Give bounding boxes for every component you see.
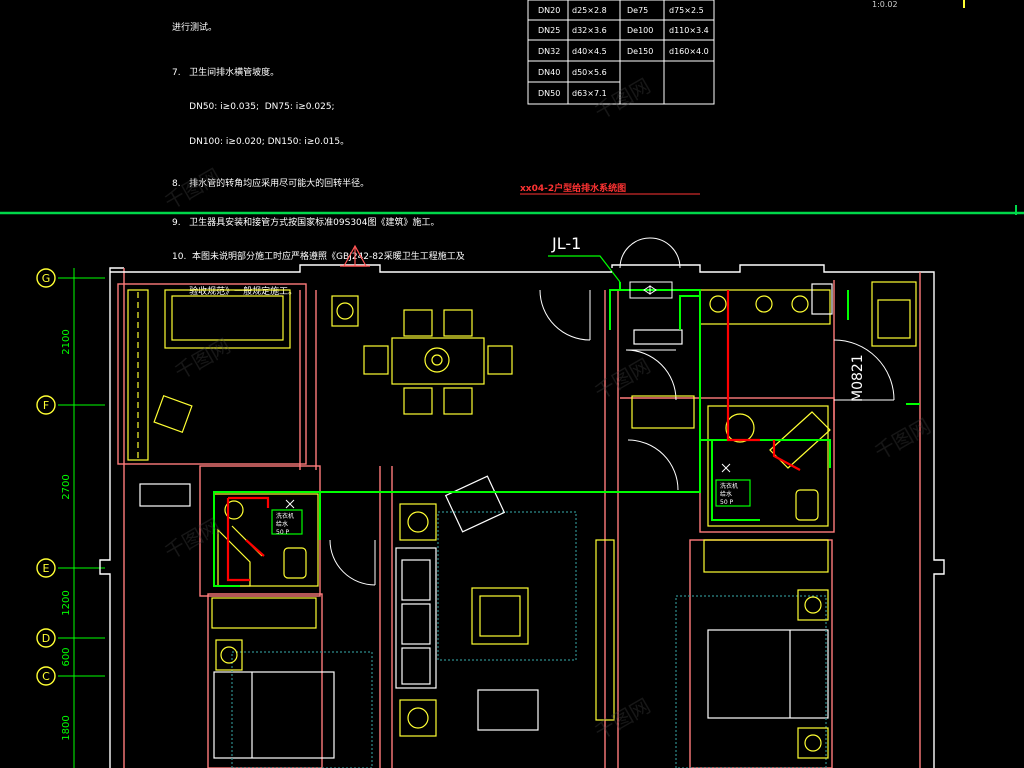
table-cell: d160×4.0: [669, 47, 709, 56]
axis-bubble-e: E: [36, 558, 56, 578]
axis-label: D: [42, 632, 50, 645]
bathroom-right: [707, 405, 831, 527]
table-cell: De75: [627, 6, 648, 15]
table-cell: d32×3.6: [572, 26, 607, 35]
design-notes: 进行测试。 7. 卫生间排水横管坡度。 DN50: i≥0.035; DN75:…: [172, 0, 512, 310]
pipe-spec-table: [527, 0, 715, 105]
svg-text:千图网: 千图网: [161, 164, 225, 215]
table-cell: DN20: [538, 6, 560, 15]
table-cell: d50×5.6: [572, 68, 607, 77]
fixture-tag: 给水: [720, 490, 732, 498]
svg-text:千图网: 千图网: [871, 414, 935, 465]
dimension-label: 2100: [61, 329, 72, 354]
dimension-label: 600: [61, 647, 72, 666]
note-line: 验收规范》一般规定施工。: [172, 286, 298, 297]
table-cell: d40×4.5: [572, 47, 607, 56]
table-cell: d25×2.8: [572, 6, 607, 15]
axis-label: E: [43, 562, 50, 575]
valve-marks: [285, 463, 731, 509]
scale-text: 1:0.02: [872, 0, 898, 9]
fixture-tag: 洗衣机: [720, 482, 738, 490]
watermark: 千图网 千图网 千图网 千图网 千图网 千图网 千图网: [161, 74, 935, 745]
axis-bubble-g: G: [36, 268, 56, 288]
dimension-label: 2700: [61, 474, 72, 499]
table-cell: DN50: [538, 89, 560, 98]
svg-text:千图网: 千图网: [591, 74, 655, 125]
table-cell: DN25: [538, 26, 560, 35]
fixture-tag: 洗衣机: [276, 512, 294, 520]
table-cell: d110×3.4: [669, 26, 709, 35]
axis-bubble-c: C: [36, 666, 56, 686]
note-line: 进行测试。: [172, 23, 218, 33]
axis-bubble-d: D: [36, 628, 56, 648]
note-line: DN50: i≥0.035; DN75: i≥0.025;: [172, 102, 335, 112]
svg-text:千图网: 千图网: [171, 334, 235, 385]
note-line: 9. 卫生器具安装和接管方式按国家标准09S304图《建筑》施工。: [172, 217, 440, 228]
riser-leader: [548, 255, 621, 283]
table-cell: d75×2.5: [669, 6, 704, 15]
bathroom-left: [213, 493, 319, 587]
door-swings: [329, 289, 895, 586]
note-line: 10. 本图未说明部分施工时应严格遵照《GBJ242-82采暖卫生工程施工及: [172, 252, 465, 262]
note-line: 8. 排水管的转角均应采用尽可能大的回转半径。: [172, 179, 370, 189]
water-supply-pipes: [213, 282, 920, 587]
table-cell: De150: [627, 47, 653, 56]
drawing-title: xx04-2户型给排水系统图: [520, 182, 626, 194]
riser-label: JL-1: [551, 234, 581, 253]
note-line: DN100: i≥0.020; DN150: i≥0.015。: [172, 136, 350, 147]
table-cell: DN40: [538, 68, 560, 77]
table-cell: De100: [627, 26, 653, 35]
svg-text:千图网: 千图网: [591, 354, 655, 405]
drainage-pipes: [226, 290, 801, 582]
pipe-spec-values: DN20 d25×2.8 De75 d75×2.5 DN25 d32×3.6 D…: [538, 6, 709, 98]
table-cell: DN32: [538, 47, 560, 56]
furniture: [127, 244, 917, 768]
table-cell: d63×7.1: [572, 89, 607, 98]
riser-valve: [619, 237, 681, 299]
axis-label: F: [43, 399, 49, 412]
note-line: 7. 卫生间排水横管坡度。: [172, 67, 280, 78]
dimension-label: 1200: [61, 590, 72, 615]
axis-label: C: [42, 670, 50, 683]
svg-text:千图网: 千图网: [591, 694, 655, 745]
table-frame: [527, 0, 715, 105]
axis-bubble-f: F: [36, 395, 56, 415]
axis-grid: G F E D C 2100 2700 1200 600 1800: [36, 268, 105, 768]
fixture-tags: 洗衣机 给水 50 P 洗衣机 给水 50 P: [276, 482, 738, 536]
door-window-tag: M0821: [850, 354, 866, 402]
fixture-tag: 给水: [276, 520, 288, 528]
dimension-label: 1800: [61, 715, 72, 740]
axis-label: G: [42, 272, 51, 285]
fixture-tag: 50 P: [720, 499, 734, 506]
fixture-tag: 50 P: [276, 529, 290, 536]
